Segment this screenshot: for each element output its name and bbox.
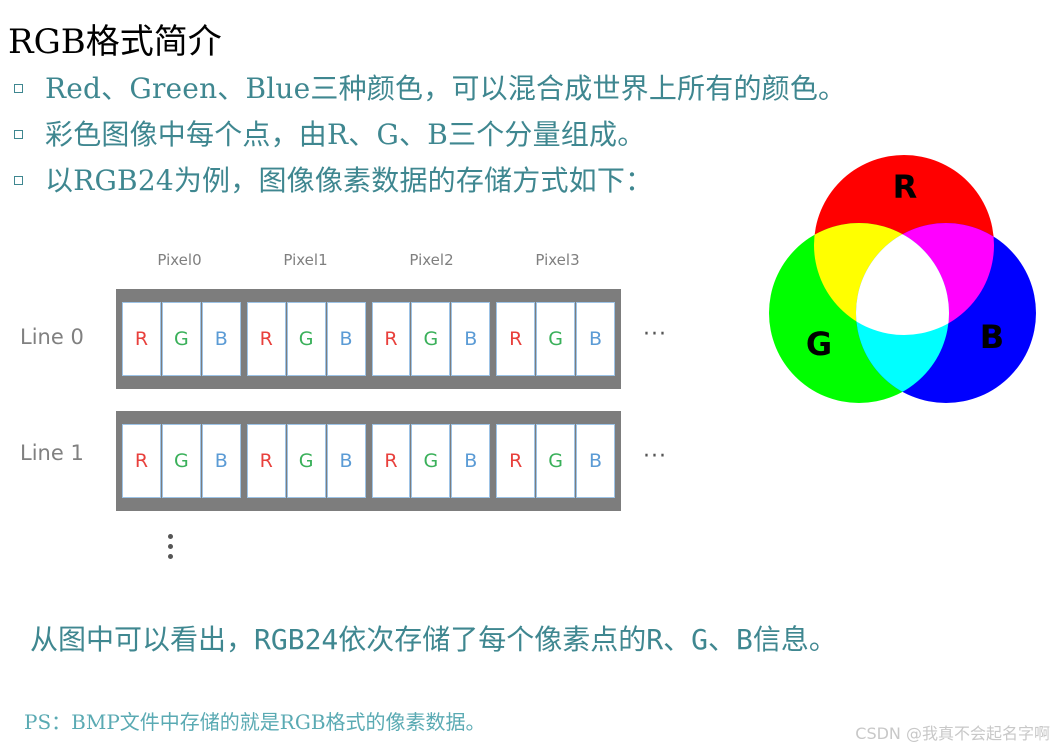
pixel-label: Pixel1 (283, 251, 328, 269)
channel-b: B (201, 302, 241, 376)
channel-g: G (286, 424, 326, 498)
pixel-block: R G B (244, 299, 368, 379)
white-overlap (856, 223, 949, 335)
channel-g: G (536, 424, 576, 498)
conclusion-text: 从图中可以看出，RGB24依次存储了每个像素点的R、G、B信息。 (30, 623, 837, 656)
pixel-block: R G B (369, 421, 493, 501)
pixel-block: R G B (120, 299, 243, 379)
channel-r: R (371, 302, 411, 376)
bullet-text: 以RGB24为例，图像像素数据的存储方式如下： (45, 164, 654, 197)
channel-b: B (451, 302, 491, 376)
horizontal-ellipsis: ··· (643, 322, 667, 347)
vertical-ellipsis (163, 534, 177, 564)
line-row-1: R G B R G B R G B R G B (116, 411, 621, 511)
channel-g: G (161, 302, 201, 376)
line-label: Line 0 (20, 325, 84, 349)
venn-label-g: G (806, 325, 832, 363)
channel-g: G (536, 302, 576, 376)
channel-b: B (201, 424, 241, 498)
venn-label-b: B (980, 318, 1004, 356)
channel-r: R (371, 424, 411, 498)
channel-b: B (451, 424, 491, 498)
line-label: Line 1 (20, 441, 84, 465)
channel-g: G (411, 302, 451, 376)
channel-r: R (122, 302, 161, 376)
bullet-text: Red、Green、Blue三种颜色，可以混合成世界上所有的颜色。 (45, 72, 847, 105)
venn-label-r: R (893, 168, 918, 206)
channel-b: B (576, 302, 616, 376)
channel-b: B (326, 424, 366, 498)
bullet-item: 以RGB24为例，图像像素数据的存储方式如下： (14, 156, 846, 202)
channel-b: B (576, 424, 616, 498)
pixel-block: R G B (494, 421, 617, 501)
pixel-label: Pixel2 (409, 251, 454, 269)
channel-g: G (411, 424, 451, 498)
channel-g: G (161, 424, 201, 498)
channel-r: R (122, 424, 161, 498)
horizontal-ellipsis: ··· (643, 444, 667, 469)
pixel-label: Pixel3 (535, 251, 580, 269)
channel-r: R (246, 302, 286, 376)
line-row-0: R G B R G B R G B R G B (116, 289, 621, 389)
bullet-item: 彩色图像中每个点，由R、G、B三个分量组成。 (14, 110, 846, 156)
ps-note: PS：BMP文件中存储的就是RGB格式的像素数据。 (24, 710, 486, 734)
pixel-block: R G B (244, 421, 368, 501)
channel-r: R (496, 424, 536, 498)
bullet-list: Red、Green、Blue三种颜色，可以混合成世界上所有的颜色。 彩色图像中每… (14, 64, 846, 202)
channel-r: R (246, 424, 286, 498)
page-title: RGB格式简介 (8, 22, 222, 62)
channel-g: G (286, 302, 326, 376)
rgb-venn-diagram: R G B (769, 155, 1036, 403)
pixel-block: R G B (494, 299, 617, 379)
pixel-block: R G B (369, 299, 493, 379)
pixel-block: R G B (120, 421, 243, 501)
bullet-item: Red、Green、Blue三种颜色，可以混合成世界上所有的颜色。 (14, 64, 846, 110)
square-bullet-icon (14, 83, 23, 93)
channel-r: R (496, 302, 536, 376)
bullet-text: 彩色图像中每个点，由R、G、B三个分量组成。 (45, 118, 646, 151)
watermark: CSDN @我真不会起名字啊 (855, 724, 1050, 743)
channel-b: B (326, 302, 366, 376)
square-bullet-icon (14, 129, 23, 139)
pixel-label: Pixel0 (157, 251, 202, 269)
square-bullet-icon (14, 175, 23, 185)
